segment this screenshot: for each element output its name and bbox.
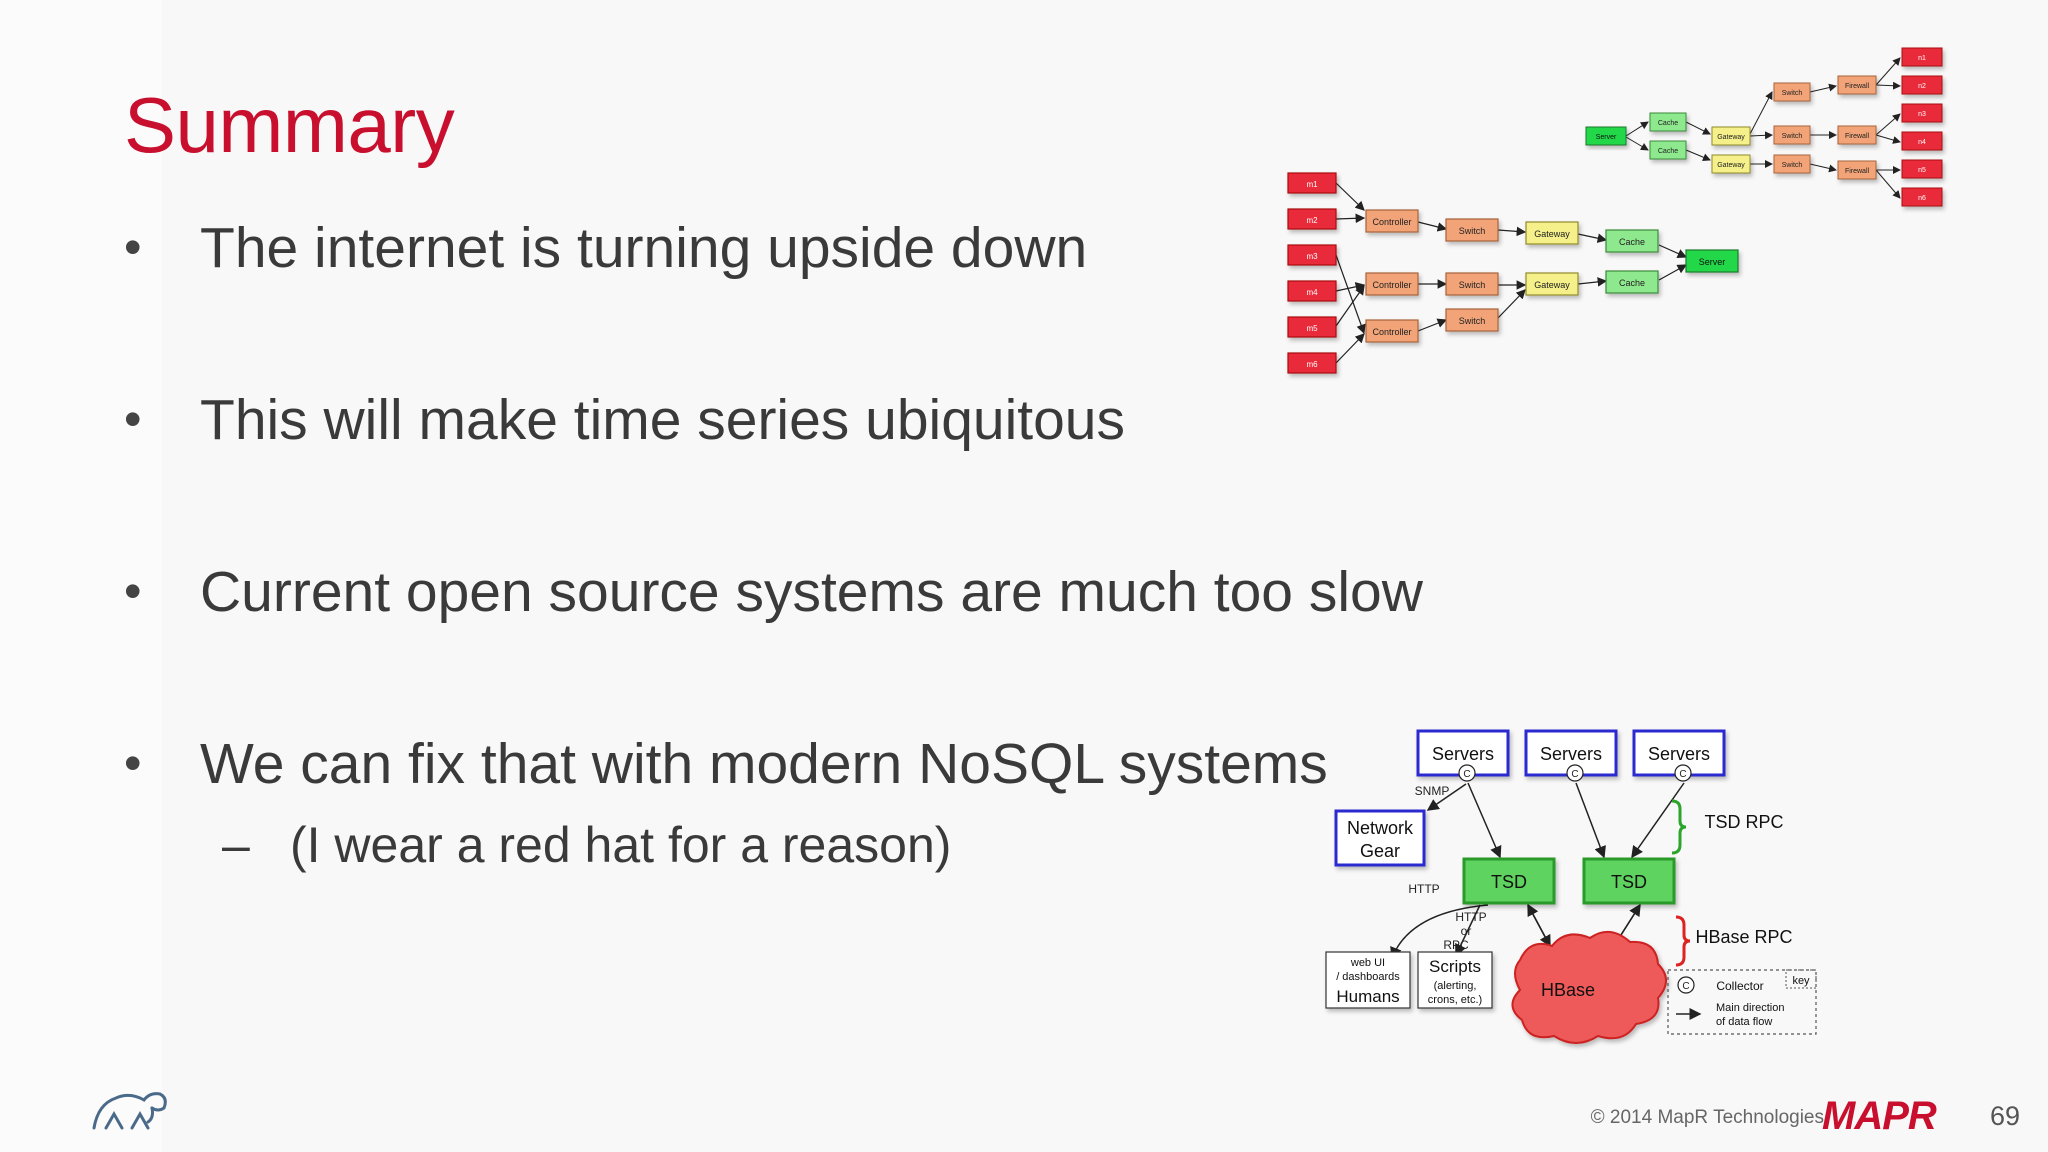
cache-label: Cache	[1619, 237, 1645, 247]
controller-label: Controller	[1372, 327, 1411, 337]
leaf-label: m6	[1306, 360, 1318, 369]
tsd-label: TSD	[1611, 872, 1647, 892]
mapr-logo: MAPR	[1822, 1094, 1937, 1138]
bullet-1: The internet is turning upside down	[200, 216, 1088, 280]
network-gear-label: Gear	[1360, 841, 1400, 861]
network-tree-left: m1 m2 m3 m4 m5 m6 Controller Controller …	[1287, 172, 1739, 374]
collector-mark: C	[1571, 769, 1578, 780]
hbase-rpc-label: HBase RPC	[1695, 927, 1792, 947]
copyright-text: © 2014 MapR Technologies	[1590, 1107, 1824, 1128]
sub-bullet: (I wear a red hat for a reason)	[290, 817, 952, 873]
leaf-label: m3	[1306, 252, 1318, 261]
humans-label: web UI	[1350, 957, 1385, 969]
leaf-label: n3	[1918, 111, 1926, 118]
firewall-label: Firewall	[1845, 168, 1870, 175]
leaf-label: m5	[1306, 324, 1318, 333]
controller-label: Controller	[1372, 280, 1411, 290]
cache-label: Cache	[1658, 148, 1678, 155]
bullet-4: We can fix that with modern NoSQL system…	[200, 732, 1328, 796]
humans-label: Humans	[1336, 987, 1399, 1006]
bullet-marker: •	[124, 219, 142, 275]
gateway-label: Gateway	[1717, 162, 1745, 169]
bullet-3: Current open source systems are much too…	[200, 560, 1423, 624]
network-tree-right: Server Cache Cache Gateway Gateway	[1585, 47, 1943, 207]
controller-label: Controller	[1372, 217, 1411, 227]
servers-label: Servers	[1648, 744, 1710, 764]
leaf-label: n1	[1918, 55, 1926, 62]
humans-label: / dashboards	[1336, 971, 1400, 983]
collector-mark: C	[1682, 981, 1689, 992]
firewall-label: Firewall	[1845, 133, 1870, 140]
sub-bullet-marker: –	[222, 817, 250, 873]
key-title: key	[1792, 975, 1810, 987]
http-label: HTTP	[1408, 882, 1439, 896]
leaf-label: n5	[1918, 167, 1926, 174]
tsd-rpc-label: TSD RPC	[1704, 812, 1783, 832]
left-band	[0, 0, 162, 1152]
scripts-label: (alerting,	[1434, 980, 1477, 992]
bullet-marker: •	[124, 735, 142, 791]
switch-label: Switch	[1459, 226, 1486, 236]
http-or-rpc-label: HTTP	[1455, 910, 1486, 924]
snmp-label: SNMP	[1415, 784, 1450, 798]
switch-label: Switch	[1782, 133, 1803, 140]
scripts-label: Scripts	[1429, 957, 1481, 976]
switch-label: Switch	[1782, 162, 1803, 169]
leaf-label: m1	[1306, 180, 1318, 189]
tsdb-diagram: Servers Servers Servers Network Gear C C…	[1325, 729, 1817, 1044]
hbase-label: HBase	[1541, 980, 1595, 1000]
page-number: 69	[1990, 1101, 2021, 1131]
gateway-label: Gateway	[1534, 229, 1570, 239]
slide-title: Summary	[124, 81, 455, 169]
servers-label: Servers	[1432, 744, 1494, 764]
bullet-marker: •	[124, 391, 142, 447]
http-or-rpc-label: RPC	[1443, 938, 1469, 952]
tsd-label: TSD	[1491, 872, 1527, 892]
leaf-label: m2	[1306, 216, 1318, 225]
leaf-label: m4	[1306, 288, 1318, 297]
switch-label: Switch	[1459, 280, 1486, 290]
switch-label: Switch	[1782, 90, 1803, 97]
switch-label: Switch	[1459, 316, 1486, 326]
cache-label: Cache	[1619, 278, 1645, 288]
collector-mark: C	[1679, 769, 1686, 780]
servers-label: Servers	[1540, 744, 1602, 764]
leaf-label: n4	[1918, 139, 1926, 146]
network-gear-label: Network	[1347, 818, 1414, 838]
gateway-label: Gateway	[1717, 134, 1745, 141]
leaf-label: n6	[1918, 195, 1926, 202]
bullet-marker: •	[124, 563, 142, 619]
key-collector-label: Collector	[1716, 979, 1763, 993]
bullet-2: This will make time series ubiquitous	[200, 388, 1125, 452]
scripts-label: crons, etc.)	[1428, 994, 1482, 1006]
http-or-rpc-label: or	[1461, 924, 1472, 938]
server-label: Server	[1699, 257, 1726, 267]
elephant-logo-icon	[92, 1092, 167, 1130]
gateway-label: Gateway	[1534, 280, 1570, 290]
server-label: Server	[1596, 134, 1617, 141]
cache-label: Cache	[1658, 120, 1678, 127]
diagram-key: key C Collector Main direction of data f…	[1667, 969, 1817, 1035]
leaf-label: n2	[1918, 83, 1926, 90]
key-flow-label: Main direction	[1716, 1002, 1784, 1014]
collector-mark: C	[1463, 769, 1470, 780]
firewall-label: Firewall	[1845, 83, 1870, 90]
key-flow-label: of data flow	[1716, 1016, 1772, 1028]
